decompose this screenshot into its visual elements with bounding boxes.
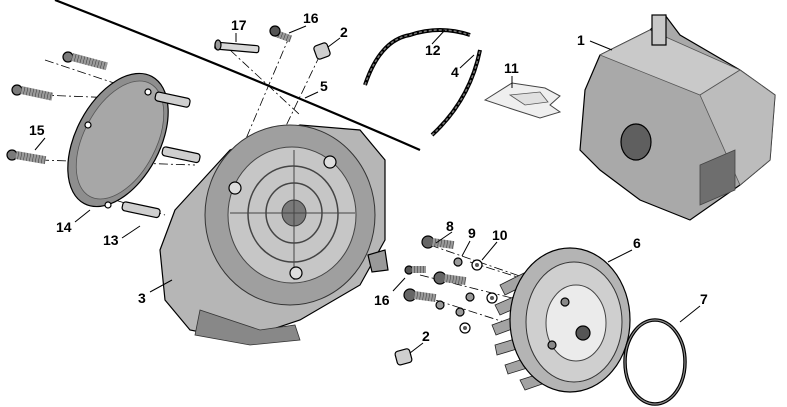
pins-part-13	[121, 91, 201, 219]
callout-2-top: 2	[340, 24, 348, 40]
fan-housing-part-3	[159, 124, 389, 346]
frame-line	[54, 0, 421, 152]
screw-part-16-top	[269, 25, 293, 43]
callout-16-top: 16	[303, 10, 319, 26]
gasket-part-11	[483, 82, 562, 119]
callout-12: 12	[425, 42, 441, 58]
screw-part-15	[6, 51, 108, 165]
callout-5: 5	[320, 78, 328, 94]
callout-numbers: 17 16 2 5 12 4 11 1 15 14 13 3 8 9 10 6 …	[29, 10, 708, 344]
callout-15: 15	[29, 122, 45, 138]
shroud-part-1	[579, 14, 776, 221]
callout-10: 10	[492, 227, 508, 243]
callout-6: 6	[633, 235, 641, 251]
callout-8: 8	[446, 218, 454, 234]
callout-3: 3	[138, 290, 146, 306]
screws-part-8	[403, 235, 467, 303]
callout-9: 9	[468, 225, 476, 241]
callout-7: 7	[700, 291, 708, 307]
callout-leaders	[34, 25, 701, 354]
callout-1: 1	[577, 32, 585, 48]
flywheel-part-6	[491, 247, 631, 393]
washers-part-9	[435, 257, 475, 317]
callout-2-bottom: 2	[422, 328, 430, 344]
washers-part-10	[459, 259, 498, 334]
bushing-part-2-top	[313, 42, 331, 60]
callout-17: 17	[231, 17, 247, 33]
callout-11: 11	[504, 60, 519, 76]
callout-16-bottom: 16	[374, 292, 390, 308]
o-ring-part-7	[623, 318, 687, 406]
callout-4: 4	[451, 64, 459, 80]
cover-plate-part-14	[67, 72, 169, 209]
bolt-part-17	[214, 39, 260, 54]
cable-part-4	[430, 49, 482, 137]
cable-part-12	[363, 28, 471, 86]
bushing-part-2-bottom	[394, 348, 413, 366]
screw-part-16-bottom	[404, 265, 426, 275]
callout-14: 14	[56, 219, 72, 235]
callout-13: 13	[103, 232, 119, 248]
